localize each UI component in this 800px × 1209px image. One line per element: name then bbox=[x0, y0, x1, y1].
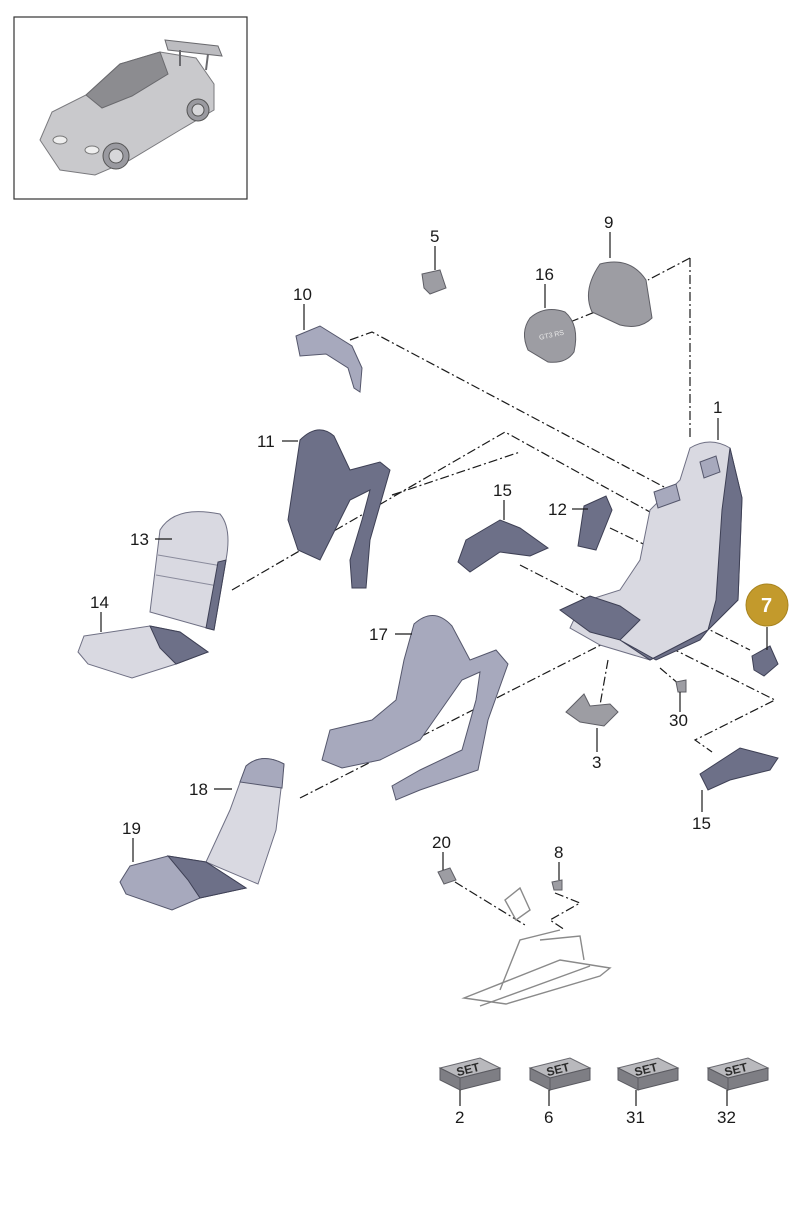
part-18-backrest-cushion[interactable] bbox=[205, 758, 285, 885]
label-31[interactable]: 31 bbox=[626, 1108, 645, 1127]
part-30-screw[interactable] bbox=[675, 679, 687, 693]
part-5-clip[interactable] bbox=[421, 269, 447, 295]
set-box-31-label: SET bbox=[633, 1060, 660, 1079]
label-17[interactable]: 17 bbox=[369, 625, 388, 644]
label-1[interactable]: 1 bbox=[713, 398, 722, 417]
part-16-headrest-badge[interactable]: GT3 RS bbox=[524, 309, 577, 363]
label-7[interactable]: 7 bbox=[761, 595, 772, 617]
label-3[interactable]: 3 bbox=[592, 753, 601, 772]
set-box-6-label: SET bbox=[545, 1060, 572, 1079]
part-12-pad[interactable] bbox=[577, 495, 613, 551]
leader-lines bbox=[100, 232, 768, 1106]
label-8[interactable]: 8 bbox=[554, 843, 563, 862]
part-7-highlight-marker[interactable] bbox=[745, 583, 789, 627]
part-10-trim[interactable] bbox=[295, 325, 363, 393]
part-7-bracket[interactable] bbox=[751, 645, 779, 677]
part-15b-side-trim[interactable] bbox=[699, 747, 779, 791]
part-15a-side-trim[interactable] bbox=[457, 519, 550, 573]
seat-rails-frame bbox=[461, 886, 612, 1007]
part-9-headrest-cover[interactable] bbox=[587, 261, 653, 327]
set-box-32-label: SET bbox=[723, 1060, 750, 1079]
set-box-6[interactable]: SET bbox=[528, 1057, 592, 1091]
part-8-clip[interactable] bbox=[551, 879, 563, 891]
label-32[interactable]: 32 bbox=[717, 1108, 736, 1127]
set-box-32[interactable]: SET bbox=[706, 1057, 770, 1091]
vehicle-thumbnail[interactable] bbox=[13, 16, 248, 200]
label-11[interactable]: 11 bbox=[257, 432, 275, 451]
label-18[interactable]: 18 bbox=[189, 780, 208, 799]
label-6[interactable]: 6 bbox=[544, 1108, 553, 1127]
label-12[interactable]: 12 bbox=[548, 500, 567, 519]
part-3-bracket[interactable] bbox=[565, 693, 619, 727]
label-15a[interactable]: 15 bbox=[493, 481, 512, 500]
set-box-2[interactable]: SET bbox=[438, 1057, 502, 1091]
part-19-seat-cushion[interactable] bbox=[119, 855, 248, 911]
label-30[interactable]: 30 bbox=[669, 711, 688, 730]
label-19[interactable]: 19 bbox=[122, 819, 141, 838]
part-17-bolster[interactable] bbox=[321, 615, 509, 801]
part-14-seat-cushion[interactable] bbox=[77, 625, 210, 679]
label-9[interactable]: 9 bbox=[604, 213, 613, 232]
part-11-bolster[interactable] bbox=[287, 429, 391, 589]
part-20-bolt[interactable] bbox=[437, 867, 457, 885]
label-15b[interactable]: 15 bbox=[692, 814, 711, 833]
set-box-31[interactable]: SET bbox=[616, 1057, 680, 1091]
part-13-backrest-cushion[interactable] bbox=[149, 511, 229, 631]
label-10[interactable]: 10 bbox=[293, 285, 312, 304]
label-2[interactable]: 2 bbox=[455, 1108, 464, 1127]
label-13[interactable]: 13 bbox=[130, 530, 149, 549]
label-16[interactable]: 16 bbox=[535, 265, 554, 284]
car-illustration bbox=[39, 39, 223, 176]
set-box-2-label: SET bbox=[455, 1060, 482, 1079]
label-5[interactable]: 5 bbox=[430, 227, 439, 246]
part-labels: 1 5 9 16 10 11 12 13 14 15 17 7 30 3 15 … bbox=[90, 213, 772, 1127]
part-1-seat-shell[interactable] bbox=[559, 441, 743, 661]
label-14[interactable]: 14 bbox=[90, 593, 109, 612]
label-20[interactable]: 20 bbox=[432, 833, 451, 852]
